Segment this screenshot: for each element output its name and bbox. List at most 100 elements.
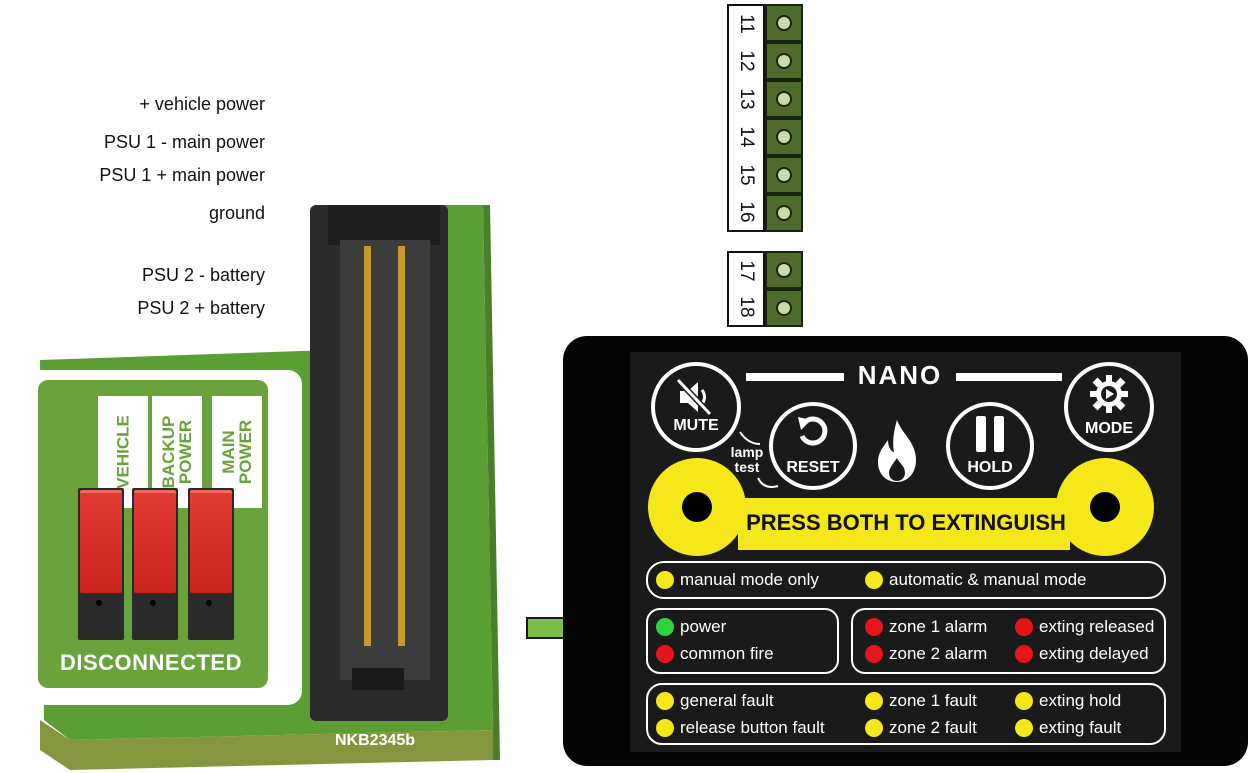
- terminal-label: PSU 2 - battery: [141, 265, 265, 285]
- reset-button-label: RESET: [786, 459, 840, 476]
- reset-icon: [798, 416, 828, 446]
- terminal-label: ground: [208, 203, 265, 223]
- terminal-label: PSU 1 - main power: [103, 132, 265, 152]
- switch-hole: [150, 600, 156, 606]
- led-zone2-alarm: [865, 645, 883, 663]
- terminal-row: + vehicle power 13: [0, 80, 803, 118]
- extinguish-button-left[interactable]: [648, 458, 746, 556]
- led-label: zone 1 fault: [889, 691, 977, 710]
- terminal-row: PSU 1 - main power 14: [0, 118, 803, 156]
- extinguish-instruction: PRESS BOTH TO EXTINGUISH: [746, 510, 1066, 535]
- mute-button[interactable]: [651, 362, 741, 452]
- terminal-screw: [765, 156, 803, 194]
- terminal-row: PSU 1 + main power 15: [0, 156, 803, 194]
- terminal-number: 15: [736, 164, 757, 186]
- connector-pin-row: [364, 246, 371, 646]
- terminal-number-cell: 13: [727, 80, 765, 118]
- led-label: release button fault: [680, 718, 825, 737]
- led-auto-manual-mode: [865, 571, 883, 589]
- led-common-fire: [656, 645, 674, 663]
- led-exting-hold: [1015, 692, 1033, 710]
- led-label: exting hold: [1039, 691, 1122, 710]
- terminal-row: PSU 2 - battery 17: [0, 251, 803, 289]
- terminal-number-cell: 14: [727, 118, 765, 156]
- terminal-number: 14: [736, 126, 757, 148]
- lamp-test-connector-line: [739, 431, 779, 488]
- terminal-row: 12: [0, 42, 803, 80]
- terminal-row: 11: [0, 4, 803, 42]
- terminal-screw: [765, 118, 803, 156]
- led-label: exting released: [1039, 617, 1155, 636]
- extinguish-bar: [738, 498, 1070, 550]
- terminal-screw: [765, 251, 803, 289]
- extinguish-button-right[interactable]: [1056, 458, 1154, 556]
- led-label: zone 1 alarm: [889, 617, 988, 636]
- terminal-number-cell: 17: [727, 251, 765, 289]
- terminal-screw: [765, 194, 803, 232]
- terminal-number: 12: [736, 50, 757, 72]
- terminal-number: 18: [736, 296, 757, 318]
- mode-button[interactable]: [1064, 362, 1154, 452]
- led-zone1-alarm: [865, 618, 883, 636]
- led-label: zone 2 alarm: [889, 644, 988, 663]
- led-label: general fault: [680, 691, 774, 710]
- led-label: power: [680, 617, 727, 636]
- led-label: manual mode only: [680, 570, 819, 589]
- led-power: [656, 618, 674, 636]
- led-zone1-fault: [865, 692, 883, 710]
- speaker-mute-icon: [676, 378, 713, 416]
- terminal-number: 16: [736, 201, 757, 223]
- dip-switch-vehicle[interactable]: [80, 490, 122, 593]
- connector-latch: [352, 668, 404, 690]
- terminal-number-cell: 16: [727, 194, 765, 232]
- terminal-label: + vehicle power: [139, 94, 265, 114]
- fault-led-group: [646, 683, 1166, 745]
- connector-slot: [340, 240, 430, 680]
- hold-button[interactable]: [946, 402, 1034, 490]
- alarm-led-group: [851, 608, 1166, 674]
- switch-hole: [96, 600, 102, 606]
- led-exting-delayed: [1015, 645, 1033, 663]
- title-rule-right: [956, 373, 1062, 381]
- terminal-number: 17: [736, 260, 757, 282]
- led-label: exting fault: [1039, 718, 1122, 737]
- lamp-test-label: lamp test: [730, 444, 764, 475]
- led-label: common fire: [680, 644, 774, 663]
- disconnected-label: DISCONNECTED: [59, 650, 242, 675]
- dip-switch-main[interactable]: [190, 490, 232, 593]
- terminal-number: 13: [736, 88, 757, 110]
- terminal-number: 11: [736, 14, 757, 34]
- switch-label-text: VEHICLE: [113, 415, 133, 489]
- led-label: exting delayed: [1039, 644, 1149, 663]
- hold-button-label: HOLD: [967, 459, 1013, 476]
- led-zone2-fault: [865, 719, 883, 737]
- part-number-label: NKB2345b: [335, 732, 416, 749]
- mute-button-label: MUTE: [673, 417, 719, 434]
- terminal-screw: [765, 42, 803, 80]
- dip-switch-backup[interactable]: [134, 490, 176, 593]
- terminal-row: ground 16: [0, 194, 803, 232]
- terminal-screw: [765, 289, 803, 327]
- connector-top: [328, 205, 440, 245]
- flame-icon: [878, 420, 916, 482]
- led-label: automatic & manual mode: [889, 570, 1087, 589]
- reset-button[interactable]: [769, 402, 857, 490]
- terminal-label: PSU 2 + battery: [137, 298, 265, 318]
- switch-label-text: BACKUP POWER: [159, 415, 195, 489]
- terminal-number-cell: 18: [727, 289, 765, 327]
- status-led-group: [646, 608, 839, 674]
- led-exting-released: [1015, 618, 1033, 636]
- led-exting-fault: [1015, 719, 1033, 737]
- led-label: zone 2 fault: [889, 718, 977, 737]
- terminal-screw: [765, 80, 803, 118]
- gear-play-icon: [1090, 375, 1128, 413]
- terminal-label: PSU 1 + main power: [99, 165, 265, 185]
- pause-icon: [976, 416, 1004, 452]
- terminal-number-cell: 11: [727, 4, 765, 42]
- mode-led-group: [646, 561, 1166, 599]
- terminal-row: PSU 2 + battery 18: [0, 289, 803, 327]
- connector-pin-row: [398, 246, 405, 646]
- terminal-number-cell: 15: [727, 156, 765, 194]
- switch-label-text: MAIN POWER: [219, 419, 255, 485]
- mode-button-label: MODE: [1085, 420, 1133, 437]
